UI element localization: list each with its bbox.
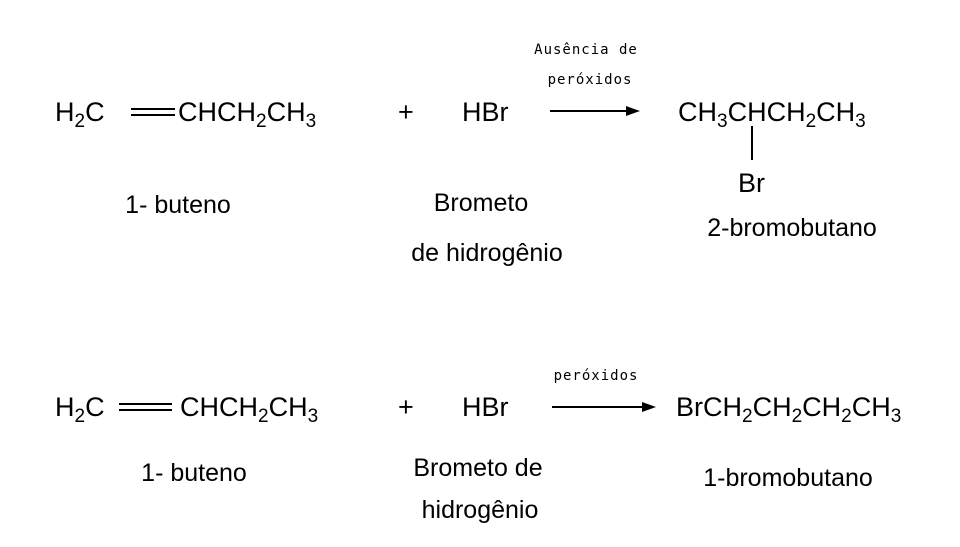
subscript: 3 <box>855 111 866 132</box>
reactant-1-name: 1- buteno <box>125 191 231 219</box>
formula-h2c: H2C <box>55 392 105 427</box>
subscript: 2 <box>742 406 753 427</box>
reactant-2-name-line-2: de hidrogênio <box>411 239 563 267</box>
reaction-arrow <box>550 106 640 116</box>
subscript: 2 <box>74 111 86 132</box>
condition: peróxidos <box>553 368 639 384</box>
product-name: 1-bromobutano <box>703 464 873 492</box>
reactant-1-name: 1- buteno <box>141 459 247 487</box>
subscript: 3 <box>307 406 319 427</box>
subscript: 2 <box>841 406 852 427</box>
product-name: 2-bromobutano <box>707 214 877 242</box>
subscript: 3 <box>305 111 317 132</box>
subscript: 2 <box>791 406 803 427</box>
subscript: 2 <box>74 406 86 427</box>
formula-hbr: HBr <box>462 97 509 127</box>
subscript: 3 <box>890 406 902 427</box>
reactant-2-name-line-1: Brometo de <box>413 454 543 482</box>
reactant-2-name-line-1: Brometo <box>433 189 529 217</box>
subscript: 2 <box>805 111 817 132</box>
condition-line-2: peróxidos <box>547 72 633 88</box>
formula-hbr: HBr <box>462 392 509 422</box>
double-bond <box>131 108 175 116</box>
formula-chch2ch3: CHCH2CH3 <box>180 392 319 427</box>
subscript: 2 <box>256 111 267 132</box>
product-formula: BrCH2CH2CH2CH3 <box>676 392 902 427</box>
subscript: 3 <box>717 111 728 132</box>
reaction-arrow <box>552 402 656 412</box>
plus-sign: + <box>398 97 414 127</box>
bromine-substituent: Br <box>738 168 765 198</box>
double-bond <box>119 403 172 411</box>
single-bond <box>751 126 753 160</box>
product-formula: CH3CHCH2CH3 <box>678 97 866 132</box>
subscript: 2 <box>258 406 269 427</box>
plus-sign: + <box>398 392 414 422</box>
formula-chch2ch3: CHCH2CH3 <box>178 97 317 132</box>
formula-h2c: H2C <box>55 97 105 132</box>
condition-line-1: Ausência de <box>534 42 638 58</box>
reactant-2-name-line-2: hidrogênio <box>421 496 539 524</box>
